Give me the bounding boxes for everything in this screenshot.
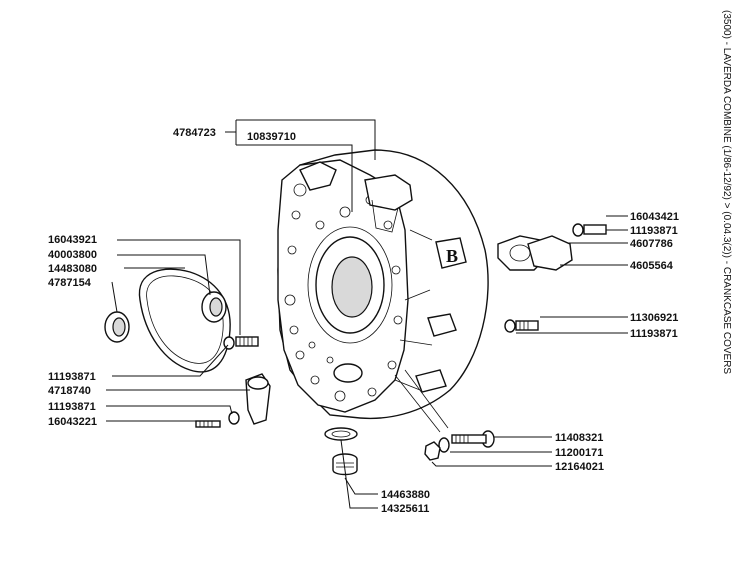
label-16043421: 16043421 [630,211,679,223]
label-11193871-right-a: 11193871 [630,225,678,237]
part-labels: 4784723 10839710 16043921 40003800 14483… [48,127,679,515]
label-11200171: 11200171 [555,447,603,459]
label-12164021: 12164021 [555,461,604,473]
label-10839710: 10839710 [247,131,296,143]
label-16043221: 16043221 [48,416,97,428]
diagram-side-title: (3500) - LAVERDA COMBINE (1/86-12/92) > … [721,10,732,374]
label-11193871-left-b: 11193871 [48,401,96,413]
bottom-parts [324,369,495,476]
right-parts [497,223,607,333]
label-14463880: 14463880 [381,489,430,501]
leader-lines [106,119,628,509]
label-4784723: 4784723 [173,127,216,139]
label-11193871-left-a: 11193871 [48,371,96,383]
label-40003800: 40003800 [48,249,97,261]
label-4718740: 4718740 [48,385,91,397]
label-16043921: 16043921 [48,234,97,246]
label-14483080: 14483080 [48,263,97,275]
label-11193871-right-b: 11193871 [630,328,678,340]
left-parts [104,268,271,428]
svg-text:B: B [446,246,458,266]
label-4607786: 4607786 [630,238,673,250]
label-11306921: 11306921 [630,312,678,324]
label-4605564: 4605564 [630,260,674,272]
crankcase-housing: B [277,149,489,420]
label-11408321: 11408321 [555,432,603,444]
label-14325611: 14325611 [381,503,429,515]
label-4787154: 4787154 [48,277,92,289]
